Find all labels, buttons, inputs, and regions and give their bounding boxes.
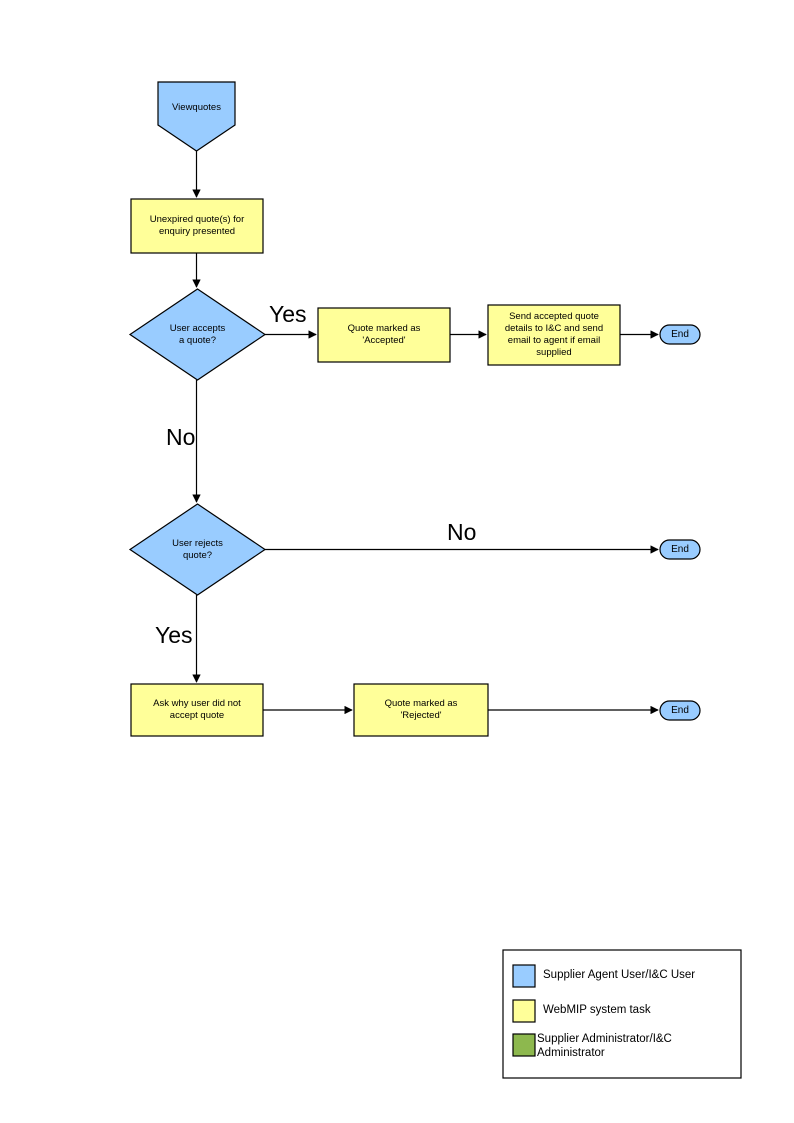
node-shape-rejects[interactable]	[128, 503, 267, 596]
legend-swatch-system	[512, 999, 536, 1023]
legend-swatch-admin	[512, 1033, 536, 1057]
legend-label-actor: Supplier Agent User/I&C User	[543, 969, 696, 981]
node-shape-marked-accepted[interactable]	[317, 307, 451, 363]
edge-label-no-rejects: No	[447, 519, 477, 545]
node-shape-send-details[interactable]	[487, 304, 621, 366]
legend-label-admin: Supplier Administrator/I&C Administrator	[537, 1033, 672, 1059]
node-shape-unexpired[interactable]	[130, 198, 264, 254]
edge-label-yes-accepts: Yes	[269, 301, 307, 327]
node-shape-accepts[interactable]	[128, 288, 267, 381]
edge-label-no-accepts: No	[166, 424, 196, 450]
node-shape-end1[interactable]	[659, 324, 701, 345]
edge-label-yes-rejects: Yes	[155, 622, 193, 648]
node-shape-marked-rejected[interactable]	[353, 683, 489, 737]
node-shape-start[interactable]	[157, 81, 236, 152]
legend-swatch-actor	[512, 964, 536, 988]
legend-frame	[502, 949, 742, 1079]
node-shape-end3[interactable]	[659, 700, 701, 721]
legend-label-system: WebMIP system task	[543, 1004, 651, 1016]
node-shape-ask-why[interactable]	[130, 683, 264, 737]
node-shape-end2[interactable]	[659, 539, 701, 560]
